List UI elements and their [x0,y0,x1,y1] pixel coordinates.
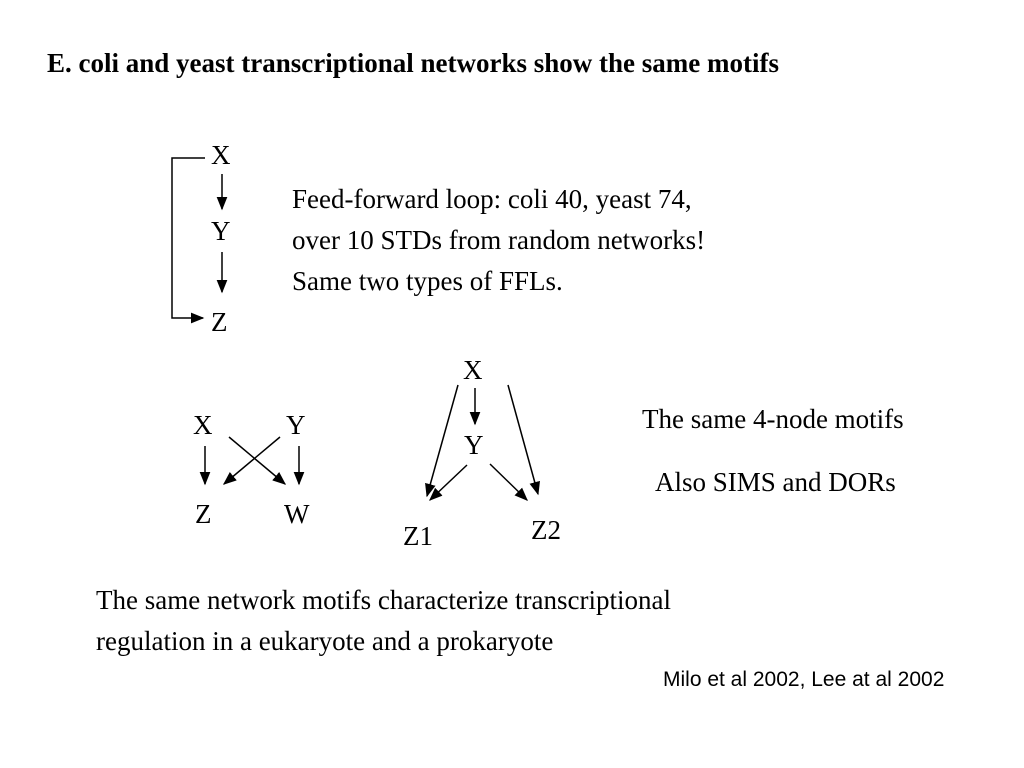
tffl-node-y: Y [464,430,484,460]
bifan-diagram [199,436,305,486]
conclusion-line: regulation in a eukaryote and a prokaryo… [96,626,554,656]
tffl-arrow-y-z1 [429,464,468,501]
conclusion-line: The same network motifs characterize tra… [96,585,672,615]
ffl-node-y: Y [211,216,231,246]
ffl-node-x: X [211,140,231,170]
bifan-node-x: X [193,410,213,440]
conclusion-text: The same network motifs characterize tra… [96,580,671,662]
tffl-node-z1: Z1 [403,521,433,551]
ffl-arrow-x-z [171,157,205,324]
bifan-node-y: Y [286,410,306,440]
tffl-arrow-x-z1 [425,384,459,498]
tffl-node-x: X [463,355,483,385]
bifan-arrow-x-w [228,436,287,485]
tffl-arrow-x-z2 [507,384,540,496]
ffl-node-z: Z [211,307,228,337]
tffl-node-z2: Z2 [531,515,561,545]
ffl-description-line: over 10 STDs from random networks! [292,225,706,255]
slide-title: E. coli and yeast transcriptional networ… [47,48,779,78]
reference-citation: Milo et al 2002, Lee at al 2002 [663,668,945,691]
ffl-description: Feed-forward loop: coli 40, yeast 74, ov… [292,179,705,302]
sims-dors-text: Also SIMS and DORs [655,467,896,497]
bifan-arrow-y-z [222,436,281,485]
four-node-motifs-text: The same 4-node motifs [642,404,904,434]
tffl-arrow-y-z2 [489,463,528,501]
ffl-description-line: Same two types of FFLs. [292,266,563,296]
ffl-description-line: Feed-forward loop: coli 40, yeast 74, [292,184,692,214]
bifan-node-w: W [284,499,310,529]
bifan-node-z: Z [195,499,212,529]
